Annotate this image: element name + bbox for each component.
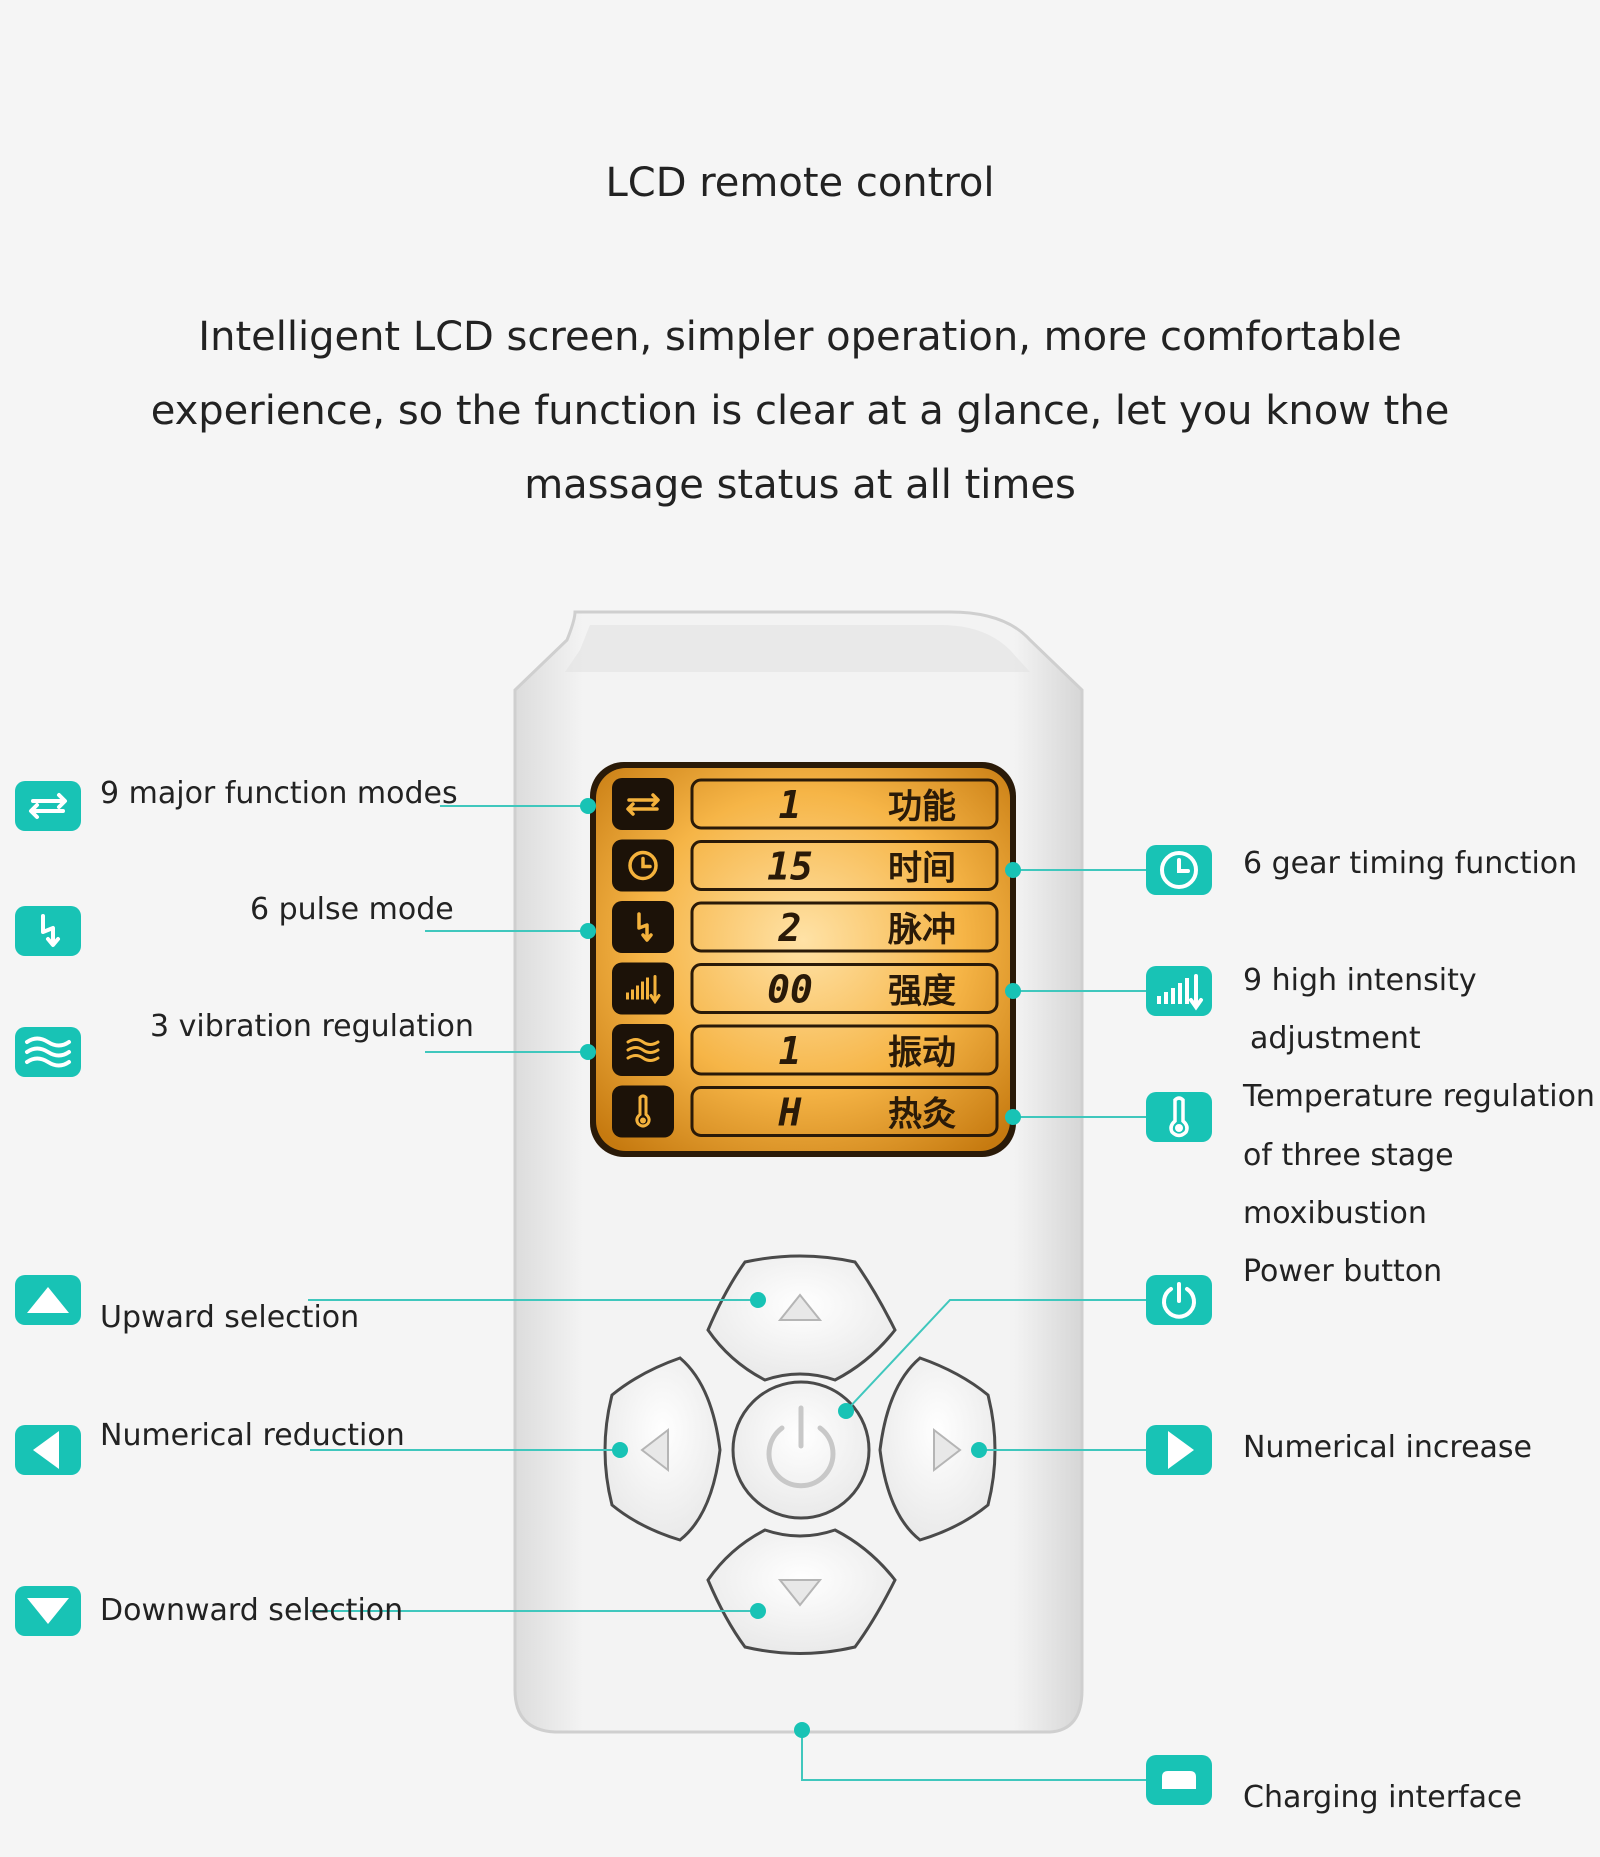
right-triangle-icon [1146, 1425, 1212, 1475]
charging-port-icon [1146, 1755, 1212, 1805]
down-arrow-icon [777, 1579, 823, 1607]
intensity-bars-icon [626, 975, 661, 1005]
lcd-row-label: 热灸 [888, 1095, 956, 1135]
label-down: Downward selection [100, 1593, 404, 1628]
lcd-row-frame [690, 901, 999, 953]
label-power: Power button [1243, 1254, 1443, 1289]
clock-icon [1146, 845, 1212, 895]
lcd-row: H 热灸 [612, 1085, 999, 1138]
label-up: Upward selection [100, 1300, 360, 1335]
lcd-row-icon-box [612, 778, 674, 830]
lcd-row-label: 振动 [888, 1033, 956, 1073]
label-temperature-2: of three stage [1243, 1138, 1454, 1173]
loop-icon [15, 781, 81, 831]
intensity-bars-icon [1146, 966, 1212, 1016]
lcd-row: 00 强度 [612, 962, 999, 1015]
label-pulse-mode: 6 pulse mode [250, 892, 454, 927]
label-charging: Charging interface [1243, 1780, 1522, 1815]
label-temperature-1: Temperature regulation [1243, 1079, 1595, 1114]
lcd-row-icon-box [612, 1085, 674, 1138]
lcd-row: 1 振动 [612, 1024, 999, 1076]
connector-dots [580, 798, 1021, 1738]
lcd-row: 1 功能 [612, 778, 999, 830]
label-intensity-2: adjustment [1250, 1021, 1421, 1056]
lcd-row-label: 时间 [888, 849, 956, 889]
lcd-screen [590, 762, 1016, 1157]
lcd-row-label: 强度 [888, 972, 956, 1012]
d-pad [603, 1254, 997, 1655]
label-increase: Numerical increase [1243, 1430, 1532, 1465]
power-button[interactable] [731, 1380, 871, 1520]
label-intensity-1: 9 high intensity [1243, 963, 1477, 998]
label-vibration: 3 vibration regulation [150, 1009, 474, 1044]
lcd-row-value: H [778, 1091, 803, 1135]
label-function-modes: 9 major function modes [100, 776, 458, 811]
power-icon [1146, 1275, 1212, 1325]
lcd-row-frame [690, 1024, 999, 1076]
lcd-row: 15 时间 [612, 839, 999, 892]
label-reduce: Numerical reduction [100, 1418, 405, 1453]
lcd-row-value: 00 [767, 968, 813, 1012]
label-temperature-3: moxibustion [1243, 1196, 1427, 1231]
pulse-icon [15, 906, 81, 956]
waves-icon [15, 1027, 81, 1077]
lcd-row-label: 脉冲 [888, 910, 956, 950]
up-triangle-icon [15, 1275, 81, 1325]
loop-icon [626, 793, 660, 816]
right-arrow-icon [933, 1427, 962, 1473]
waves-icon [626, 1038, 660, 1062]
lcd-row-value: 2 [778, 906, 802, 950]
down-triangle-icon [15, 1586, 81, 1636]
lcd-row: 2 脉冲 [612, 901, 999, 953]
power-icon [766, 1405, 836, 1489]
thermometer-icon [1146, 1092, 1212, 1142]
up-arrow-icon [777, 1293, 823, 1321]
clock-icon [628, 850, 658, 881]
label-timing: 6 gear timing function [1243, 846, 1578, 881]
lcd-row-frame [690, 778, 999, 830]
thermometer-icon [635, 1094, 651, 1128]
page-title: LCD remote control [605, 160, 995, 206]
lcd-row-label: 功能 [888, 787, 956, 827]
lcd-row-value: 1 [779, 783, 802, 827]
page-subtitle: Intelligent LCD screen, simpler operatio… [150, 314, 1450, 508]
lcd-row-frame [690, 840, 999, 891]
lcd-row-frame [690, 1086, 999, 1137]
left-triangle-icon [15, 1425, 81, 1475]
lcd-row-frame [690, 963, 999, 1014]
left-arrow-icon [640, 1427, 669, 1473]
lcd-row-value: 1 [779, 1029, 802, 1073]
lcd-row-value: 15 [767, 845, 813, 889]
connector-lines [308, 805, 1146, 1781]
pulse-icon [637, 912, 653, 942]
